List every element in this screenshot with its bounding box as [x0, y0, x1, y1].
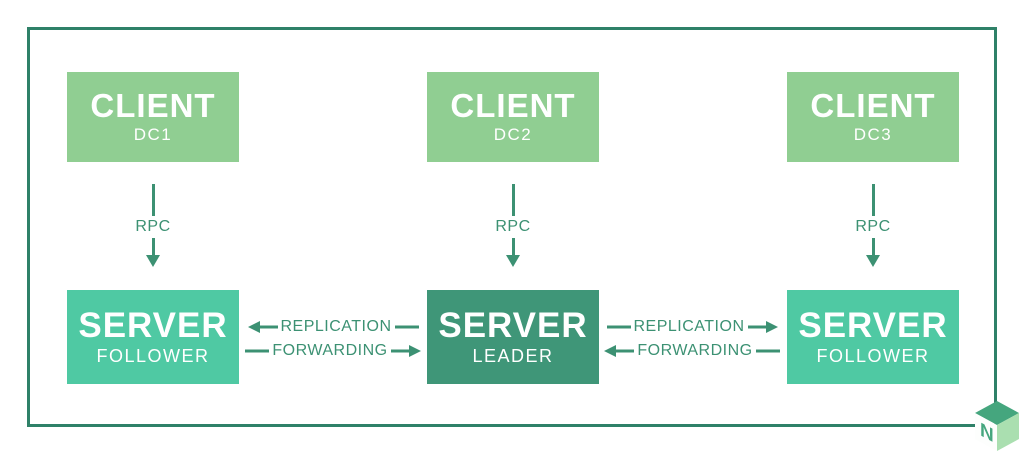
- client-dc-label: DC1: [133, 125, 173, 144]
- right-arrow-icon: [390, 345, 421, 357]
- server-box-follower-right: SERVER FOLLOWER: [787, 290, 959, 384]
- forwarding-label: FORWARDING: [272, 342, 388, 359]
- left-arrow-icon: [247, 321, 278, 333]
- down-arrow-icon: [146, 255, 160, 267]
- forwarding-row: FORWARDING: [604, 341, 780, 361]
- server-title: SERVER: [798, 305, 948, 345]
- right-arrow-icon: [747, 321, 778, 333]
- client-title: CLIENT: [90, 87, 216, 124]
- dash-icon: [245, 349, 270, 353]
- client-box-dc2: CLIENT DC2: [427, 72, 599, 162]
- server-role-label: FOLLOWER: [816, 345, 930, 366]
- replication-label: REPLICATION: [633, 318, 745, 335]
- arrow-line: [511, 184, 515, 216]
- rpc-arrow-dc2: RPC: [483, 184, 543, 280]
- left-arrow-icon: [604, 345, 635, 357]
- server-box-leader: SERVER LEADER: [427, 290, 599, 384]
- rpc-label: RPC: [495, 218, 531, 235]
- cube-left-face: [975, 413, 997, 451]
- down-arrow-icon: [506, 255, 520, 267]
- arrow-line: [151, 238, 155, 255]
- server-title: SERVER: [78, 305, 228, 345]
- cube-right-face: [997, 413, 1019, 451]
- replication-row: REPLICATION: [245, 317, 421, 337]
- dash-icon: [394, 325, 419, 329]
- replication-forwarding-links-right: REPLICATION FORWARDING: [604, 317, 780, 361]
- server-role-label: LEADER: [472, 345, 554, 366]
- client-title: CLIENT: [450, 87, 576, 124]
- replication-label: REPLICATION: [280, 318, 392, 335]
- dash-icon: [755, 349, 780, 353]
- rpc-label: RPC: [135, 218, 171, 235]
- replication-row: REPLICATION: [604, 317, 780, 337]
- down-arrow-icon: [866, 255, 880, 267]
- client-dc-label: DC3: [853, 125, 893, 144]
- rpc-arrow-dc3: RPC: [843, 184, 903, 280]
- client-box-dc3: CLIENT DC3: [787, 72, 959, 162]
- logo-letter: N: [980, 419, 994, 447]
- replication-forwarding-links-left: REPLICATION FORWARDING: [245, 317, 421, 361]
- dash-icon: [606, 325, 631, 329]
- server-title: SERVER: [438, 305, 588, 345]
- diagram-border: [27, 27, 997, 427]
- arrow-line: [151, 184, 155, 216]
- forwarding-label: FORWARDING: [637, 342, 753, 359]
- arrow-line: [871, 238, 875, 255]
- server-role-label: FOLLOWER: [96, 345, 210, 366]
- server-box-follower-left: SERVER FOLLOWER: [67, 290, 239, 384]
- client-title: CLIENT: [810, 87, 936, 124]
- rpc-arrow-dc1: RPC: [123, 184, 183, 280]
- arrow-line: [511, 238, 515, 255]
- forwarding-row: FORWARDING: [245, 341, 421, 361]
- arrow-line: [871, 184, 875, 216]
- client-box-dc1: CLIENT DC1: [67, 72, 239, 162]
- cube-n-logo: N: [975, 401, 1019, 451]
- rpc-label: RPC: [855, 218, 891, 235]
- client-dc-label: DC2: [493, 125, 533, 144]
